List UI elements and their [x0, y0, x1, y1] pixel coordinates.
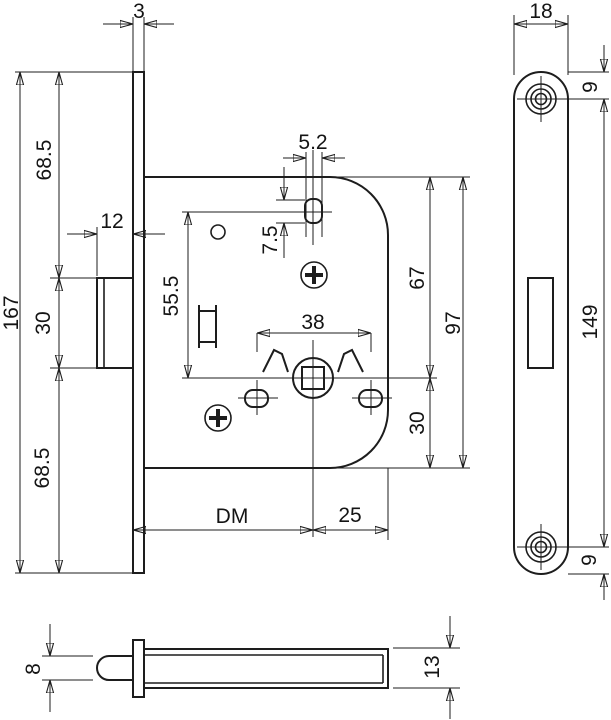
faceplate-edge-side [132, 639, 145, 698]
fixing-slot-left [244, 389, 269, 408]
rotation-mark-left [262, 348, 289, 373]
spindle-square-hole [301, 366, 325, 390]
latch-bolt-side [95, 655, 133, 681]
small-hole [210, 224, 226, 240]
latch-bolt [96, 277, 134, 369]
dim-spindle-to-edge: 25 [338, 504, 361, 527]
lock-case-outline [144, 176, 389, 469]
dim-top-to-spindle: 67 [406, 266, 429, 289]
dim-top-to-latch: 68.5 [33, 140, 56, 181]
latch-opening [527, 277, 554, 369]
dim-hole-to-plate-bottom: 9 [578, 554, 601, 566]
dim-slot-height: 7.5 [259, 225, 282, 254]
dim-latch-height: 30 [32, 311, 55, 334]
fixing-slot-right [358, 389, 383, 408]
dim-slot-width: 5.2 [298, 131, 327, 154]
dim-case-thickness: 13 [421, 655, 444, 678]
dimension-labels: 3 18 5.2 12 38 DM 25 167 68.5 30 68.5 55… [0, 0, 602, 679]
dim-latch-projection: 12 [100, 210, 123, 233]
dim-backset-label: DM [216, 505, 249, 528]
screw-hole-top [525, 83, 557, 115]
case-body-side [143, 648, 389, 689]
dim-slot-to-spindle: 55.5 [160, 276, 183, 317]
main-view [96, 71, 389, 574]
guide-slot [198, 305, 217, 348]
rotation-mark-right [337, 348, 364, 373]
front-plate-outline [513, 71, 569, 575]
phillips-screw-top [300, 261, 328, 289]
side-view [95, 639, 389, 698]
dim-latch-to-bottom: 68.5 [31, 448, 54, 489]
dim-screw-centres: 38 [301, 311, 324, 334]
dim-total-height: 167 [0, 295, 23, 330]
dim-hole-centres: 149 [579, 304, 602, 339]
front-plate-view [513, 71, 569, 575]
dim-plate-width: 18 [529, 0, 552, 23]
spindle-hub [292, 357, 334, 399]
phillips-screw-bottom [204, 404, 232, 432]
faceplate-edge [132, 71, 145, 574]
dim-latch-thickness: 8 [22, 663, 45, 675]
dim-plate-top-to-hole: 9 [579, 81, 602, 93]
top-fixing-slot [304, 198, 323, 224]
screw-hole-bottom [525, 531, 557, 563]
dim-case-height: 97 [442, 311, 465, 334]
dimension-lines [20, 24, 604, 719]
dim-spindle-to-case-bottom: 30 [406, 411, 429, 434]
dim-faceplate-thickness: 3 [133, 0, 145, 23]
